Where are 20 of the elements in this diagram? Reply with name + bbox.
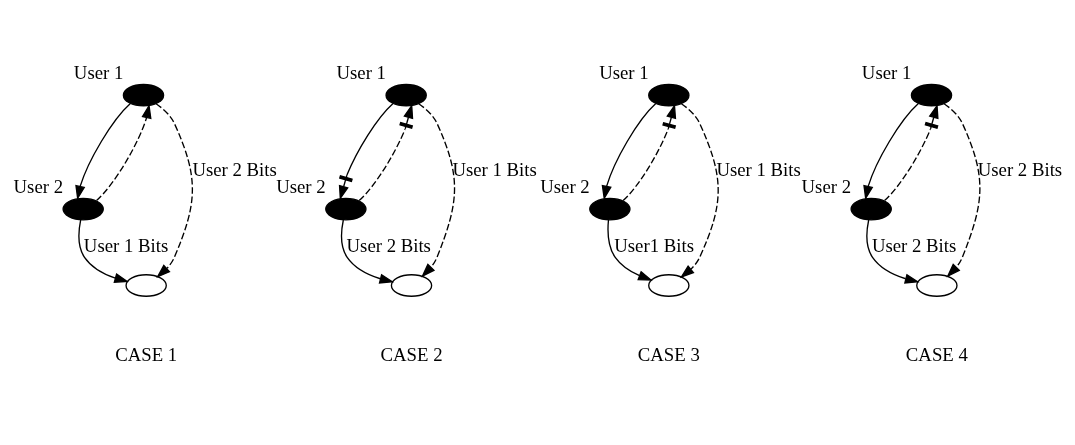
label: CASE 4: [905, 344, 968, 366]
node-label: User 2: [276, 176, 326, 198]
node-label: User 1: [599, 62, 649, 84]
edge-label: User 2 Bits: [192, 158, 277, 180]
node-label: User 2: [13, 176, 64, 198]
edge-label: User 2 Bits: [346, 235, 431, 257]
label: CASE 2: [380, 344, 443, 366]
edge-label: User 2 Bits: [977, 158, 1063, 180]
edge-label: User 1 Bits: [452, 158, 537, 180]
edge-label: User 1 Bits: [83, 235, 169, 257]
node-label: User 1: [861, 62, 912, 84]
label: CASE 3: [637, 344, 700, 366]
node-label: User 2: [801, 176, 852, 198]
node-label: User 1: [73, 62, 124, 84]
node-label: User 2: [540, 176, 590, 198]
node-label: User 1: [336, 62, 386, 84]
edge-label: User 2 Bits: [871, 235, 957, 257]
edge-label: User 1 Bits: [716, 158, 801, 180]
label: CASE 1: [115, 344, 178, 366]
edge-label: User1 Bits: [614, 235, 694, 257]
